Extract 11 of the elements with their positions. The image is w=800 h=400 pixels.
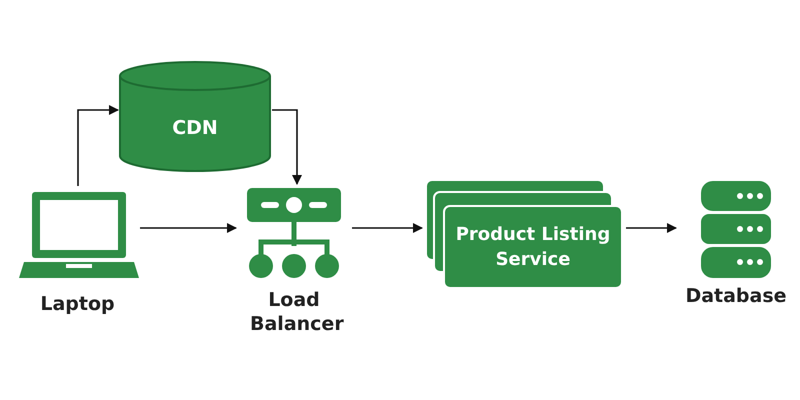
node-label: Product Listing Service xyxy=(454,223,612,272)
arrow xyxy=(140,223,237,233)
arrow xyxy=(272,109,302,185)
cylinder-node xyxy=(118,60,272,174)
arrow xyxy=(352,223,423,233)
icon-label: Load Balancer xyxy=(249,288,345,336)
icon-label: Database xyxy=(684,284,788,308)
icon-label: Laptop xyxy=(39,292,116,316)
arrow xyxy=(626,223,677,233)
arrow xyxy=(77,105,119,186)
node-label: CDN xyxy=(171,116,219,141)
